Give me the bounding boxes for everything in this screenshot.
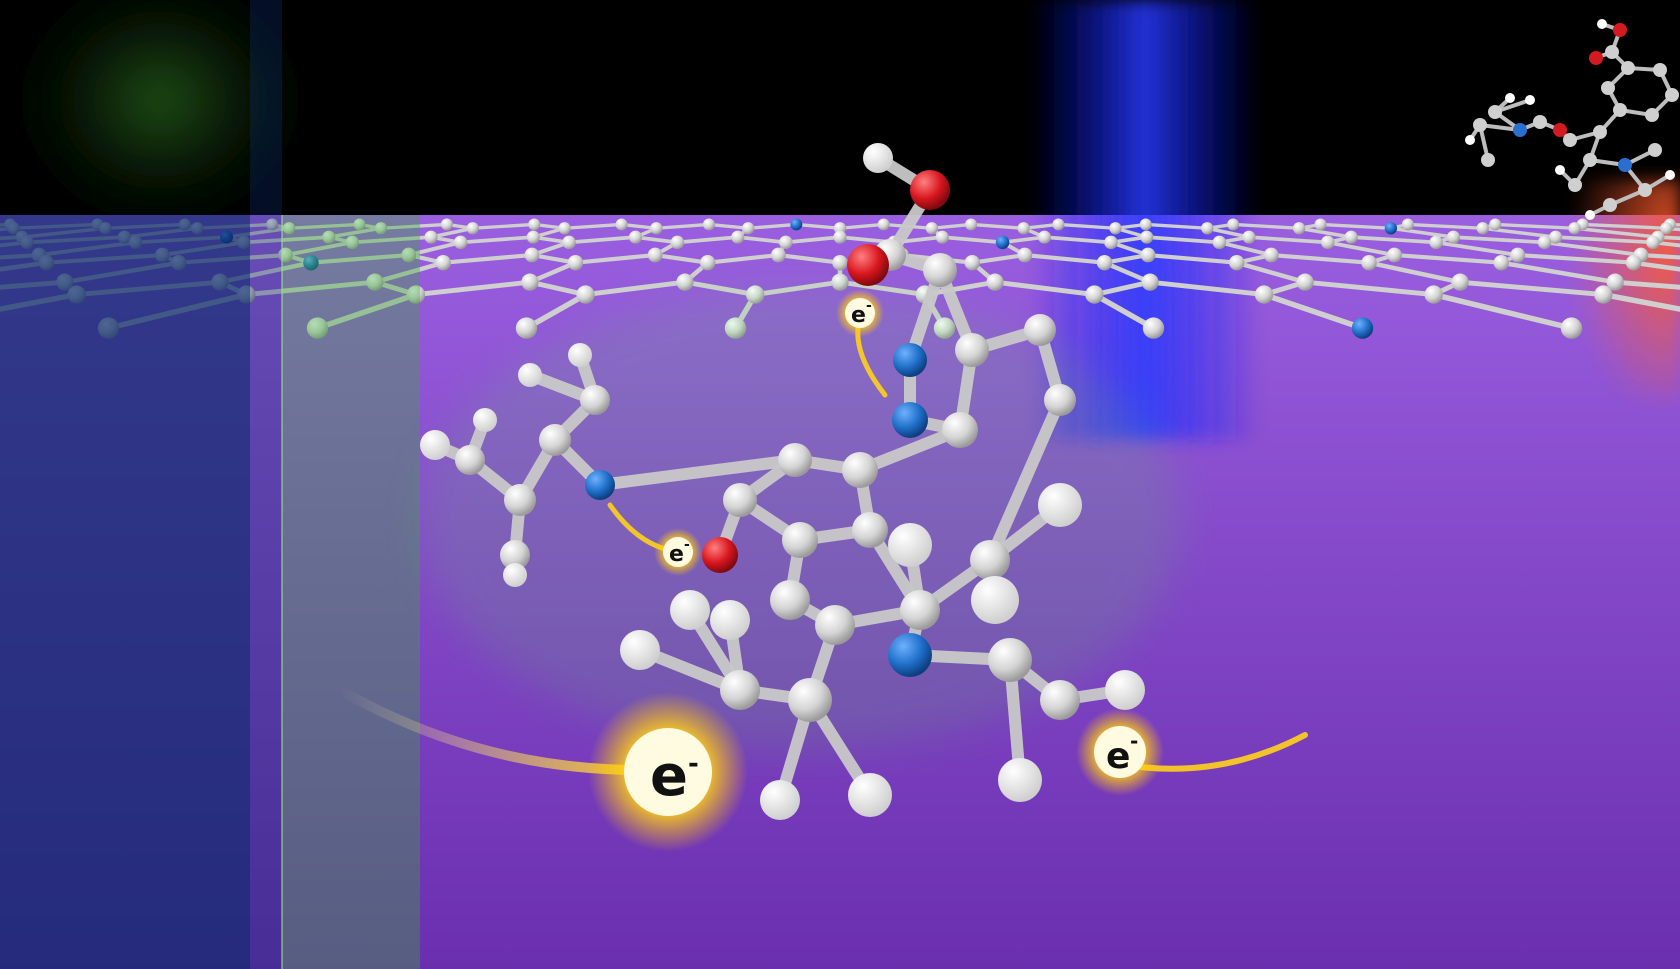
svg-text:-: -	[688, 749, 699, 779]
svg-text:e: e	[669, 542, 684, 567]
svg-text:e: e	[1106, 736, 1130, 777]
molecule-inset	[1465, 19, 1679, 220]
svg-text:e: e	[851, 303, 866, 328]
green-haze	[0, 0, 330, 250]
electron-small-top: e -	[836, 289, 884, 337]
left-blue-overlay	[0, 215, 250, 969]
left-green-overlay	[282, 215, 420, 969]
electron-large: e -	[588, 692, 748, 852]
svg-text:-: -	[1130, 729, 1138, 753]
electron-medium: e -	[1076, 708, 1164, 796]
svg-text:-: -	[866, 298, 872, 314]
svg-text:e: e	[650, 744, 688, 809]
electron-small-mid: e -	[654, 528, 702, 576]
molecule-green-glow	[420, 290, 1180, 750]
overlay-strip	[250, 0, 282, 969]
adsorbed-molecule	[420, 143, 1145, 820]
svg-text:-: -	[684, 537, 690, 553]
